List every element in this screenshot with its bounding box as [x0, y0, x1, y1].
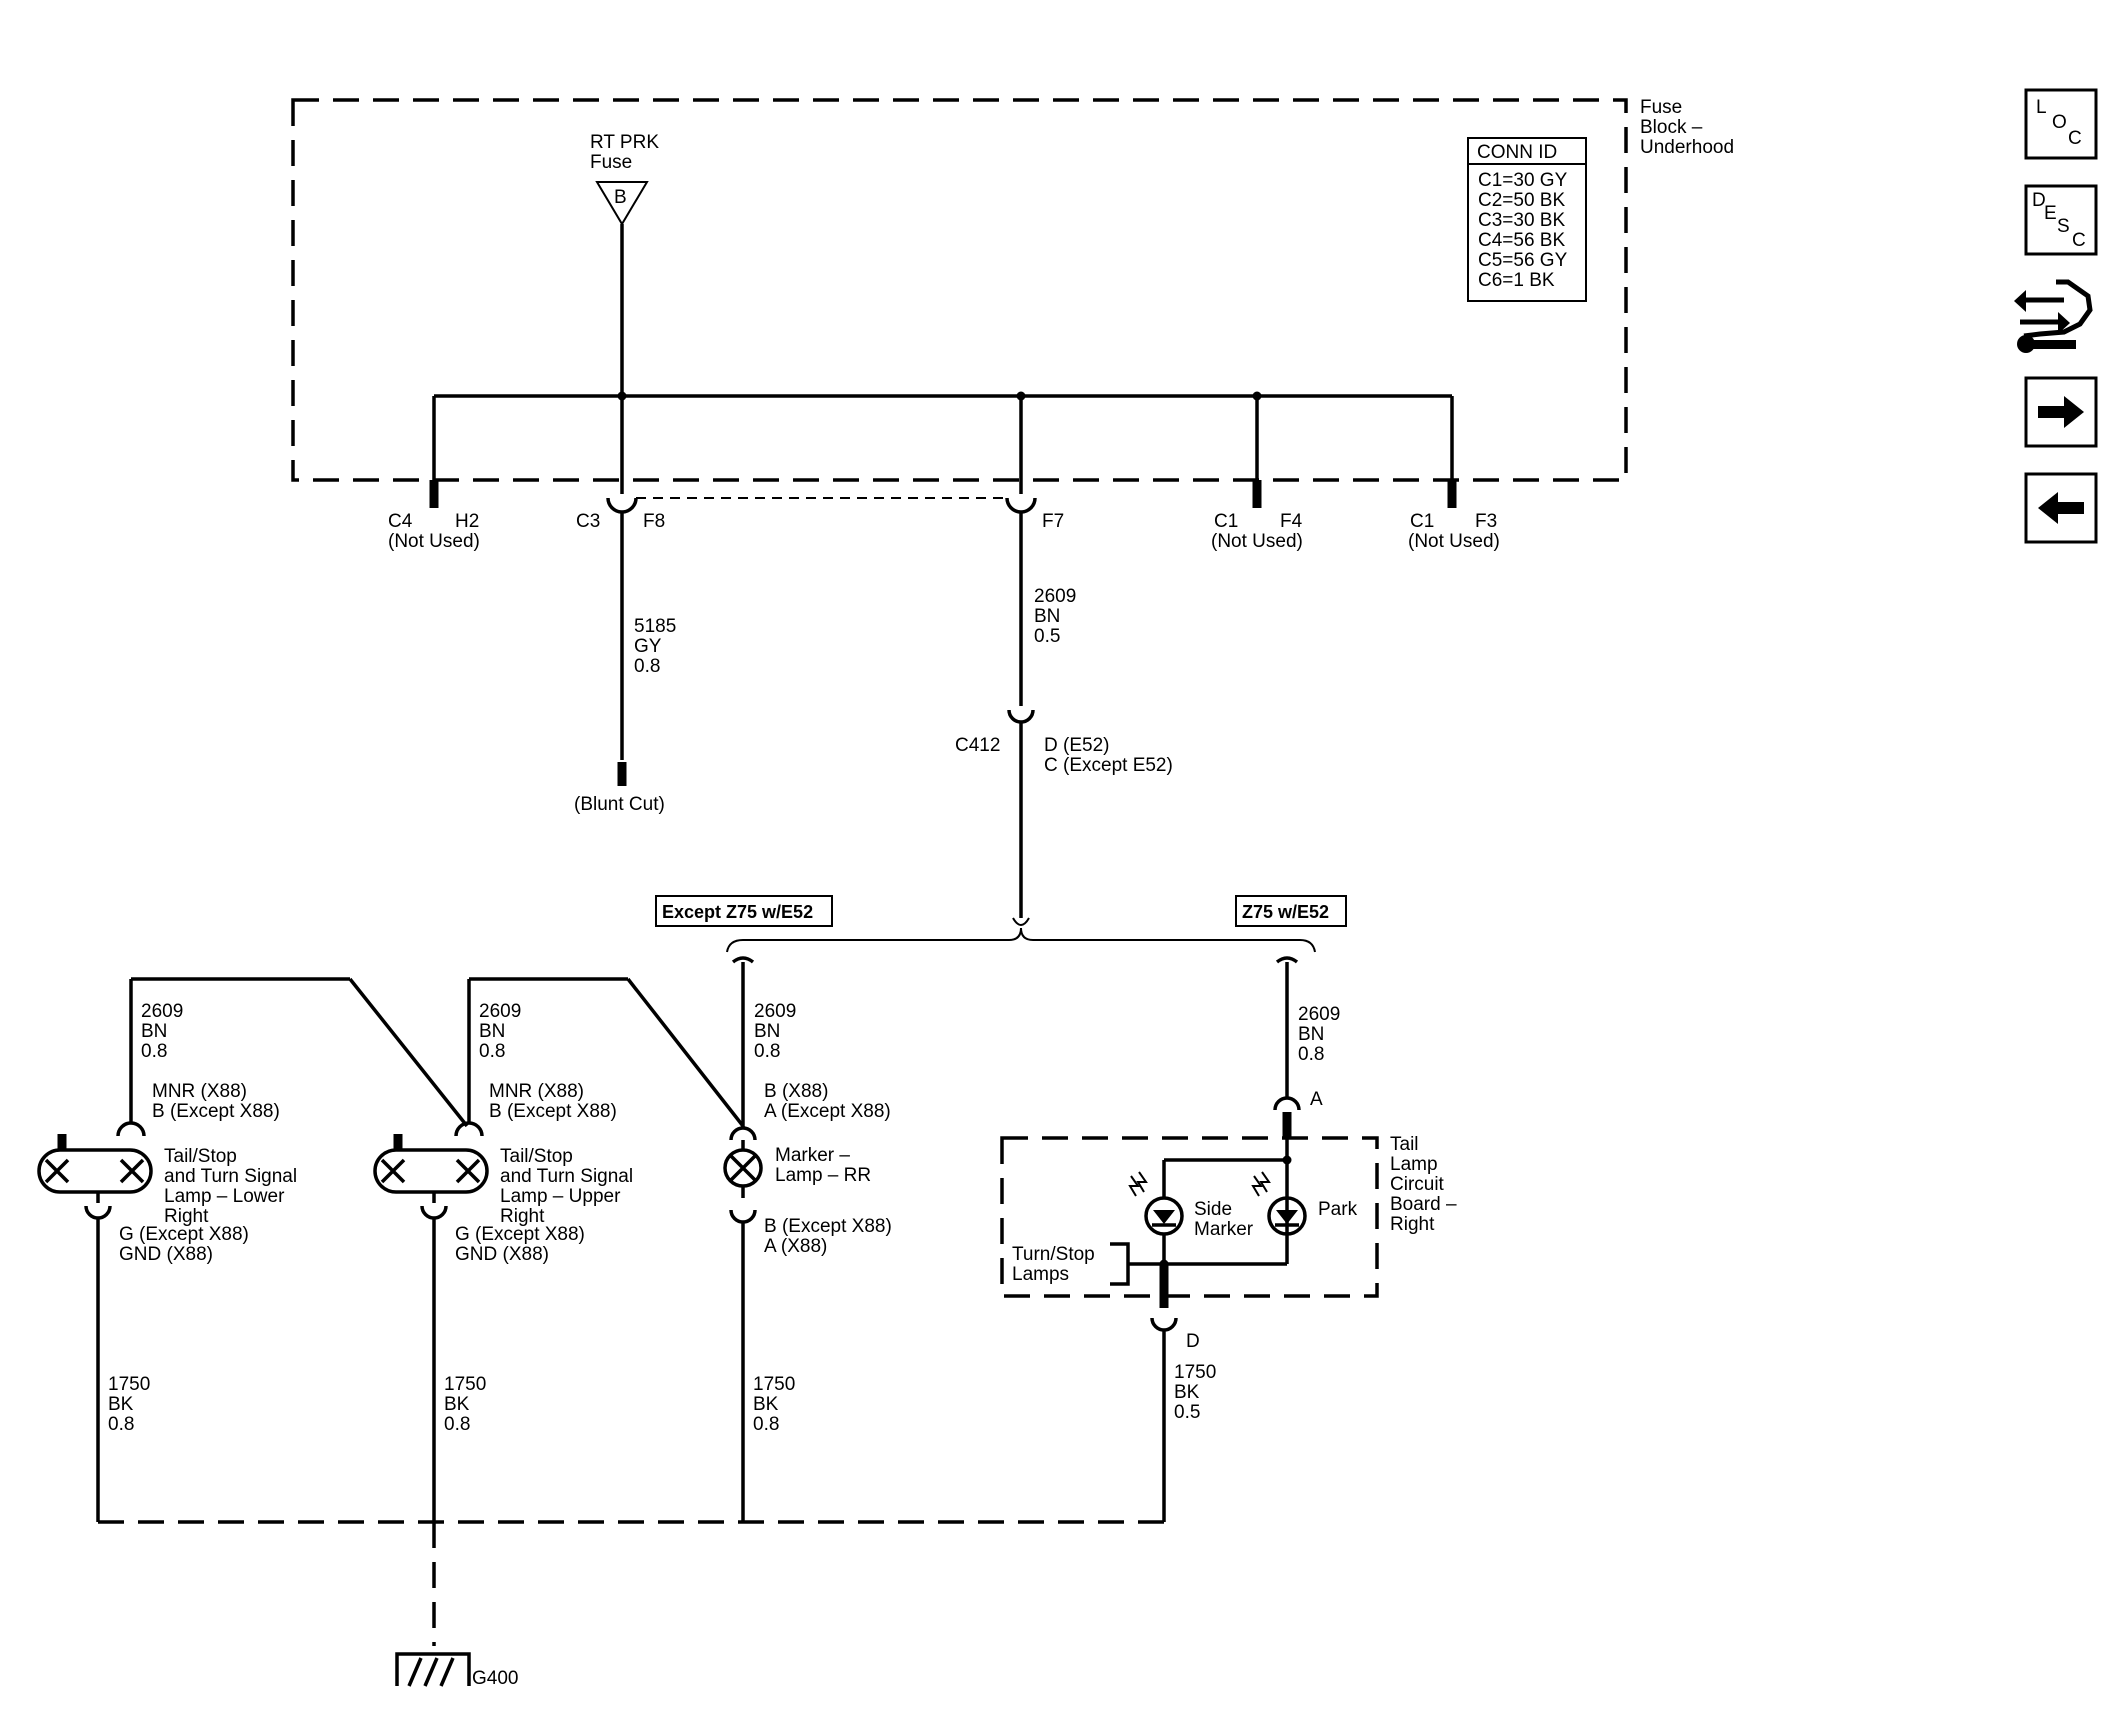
- wire-2609-top-label: 2609 BN 0.5: [1034, 586, 1082, 647]
- wire-1750-c-label: 1750 BK 0.8: [753, 1374, 801, 1435]
- turn-stop-lamps-label: Turn/Stop Lamps: [1012, 1244, 1100, 1285]
- arrow-left-icon: [2038, 492, 2084, 524]
- conn-id-title: CONN ID: [1477, 142, 1557, 163]
- wire-1750-b-label: 1750 BK 0.8: [444, 1374, 492, 1435]
- wrench-arrows-icon: [2014, 279, 2093, 353]
- terminal-c4-h2-label: C4 H2 (Not Used): [388, 511, 485, 552]
- svg-text:D: D: [2032, 190, 2046, 211]
- f8-label: F8: [643, 511, 665, 532]
- marker-lamp-branch: [129, 956, 755, 1128]
- wire-5185-label: 5185 GY 0.8: [634, 616, 682, 677]
- wire-2609-marker-label: 2609 BN 0.8: [754, 1001, 802, 1062]
- terminal-c3-f8: C3 F8: [576, 497, 665, 786]
- fuse-letter: B: [614, 187, 627, 208]
- svg-text:E: E: [2044, 203, 2057, 224]
- connector-c412: C412 D (E52) C (Except E52): [955, 704, 1173, 918]
- wire-2609-upper-label: 2609 BN 0.8: [479, 1001, 527, 1062]
- blunt-cut-label: (Blunt Cut): [574, 794, 665, 815]
- rt-prk-fuse: RT PRK Fuse B: [590, 132, 664, 396]
- upper-lamp-pin-bottom: G (Except X88) GND (X88): [455, 1224, 590, 1265]
- terminal-c1-f4-label: C1 F4 (Not Used): [1211, 511, 1307, 552]
- wire-1750-a-label: 1750 BK 0.8: [108, 1374, 156, 1435]
- ground-label: G400: [472, 1668, 518, 1689]
- c3-label: C3: [576, 511, 600, 532]
- side-marker-label: Side Marker: [1194, 1199, 1254, 1240]
- conn-id-table: CONN ID C1=30 GY C2=50 BK C3=30 BK C4=56…: [1467, 137, 1587, 302]
- fuse-name: RT PRK Fuse: [590, 132, 664, 173]
- wire-2609-lower-label: 2609 BN 0.8: [141, 1001, 189, 1062]
- option-z75: Z75 w/E52: [1242, 902, 1329, 922]
- marker-lamp-pin-bottom: B (Except X88) A (X88): [764, 1216, 897, 1257]
- marker-lamp-rr: B (X88) A (Except X88) Marker – Lamp – R…: [723, 1081, 897, 1498]
- option-except-z75: Except Z75 w/E52: [662, 902, 813, 922]
- tail-stop-lamp-upper-right: MNR (X88) B (Except X88) Tail/Stop and T…: [373, 1081, 638, 1498]
- upper-lamp-pin-top: MNR (X88) B (Except X88): [489, 1081, 617, 1122]
- lower-lamp-name: Tail/Stop and Turn Signal Lamp – Lower R…: [164, 1146, 302, 1227]
- bus-bar: [429, 391, 1457, 508]
- conn-id-rows: C1=30 GY C2=50 BK C3=30 BK C4=56 BK C5=5…: [1478, 170, 1572, 291]
- marker-lamp-pin-top: B (X88) A (Except X88): [764, 1081, 891, 1122]
- terminal-c1-f3-label: C1 F3 (Not Used): [1408, 511, 1502, 552]
- circuit-board-name: Tail Lamp Circuit Board – Right: [1390, 1134, 1462, 1235]
- c412-pins: D (E52) C (Except E52): [1044, 735, 1173, 776]
- tail-stop-lamp-lower-right: MNR (X88) B (Except X88) Tail/Stop and T…: [37, 1081, 302, 1498]
- terminal-f7: F7: [1005, 497, 1064, 704]
- service-info-button[interactable]: [2014, 279, 2093, 353]
- svg-text:L: L: [2036, 97, 2047, 118]
- fuse-block-underhood: Fuse Block – Underhood: [291, 97, 1734, 482]
- svg-text:O: O: [2052, 112, 2067, 133]
- previous-button[interactable]: [2024, 472, 2098, 544]
- option-split: Except Z75 w/E52 Z75 w/E52: [655, 895, 1347, 953]
- svg-text:S: S: [2057, 216, 2070, 237]
- c412-label: C412: [955, 735, 1000, 756]
- desc-button[interactable]: D E S C: [2024, 184, 2098, 256]
- board-pin-d: D: [1186, 1331, 1200, 1352]
- fuse-block-title: Fuse Block – Underhood: [1640, 97, 1734, 158]
- arrow-right-icon: [2038, 396, 2084, 428]
- wire-2609-tail-label: 2609 BN 0.8: [1298, 1004, 1346, 1065]
- svg-text:C: C: [2068, 128, 2082, 149]
- park-label: Park: [1318, 1199, 1358, 1220]
- f7-label: F7: [1042, 511, 1064, 532]
- loc-button[interactable]: L O C: [2024, 88, 2098, 160]
- wire-1750-d-label: 1750 BK 0.5: [1174, 1362, 1222, 1423]
- board-pin-a: A: [1310, 1089, 1323, 1110]
- tail-lamp-circuit-board-right: A D Side Marker Park Turn/Stop Lamps Tai…: [1000, 956, 1462, 1498]
- next-button[interactable]: [2024, 376, 2098, 448]
- lower-lamp-pin-bottom: G (Except X88) GND (X88): [119, 1224, 254, 1265]
- lower-lamp-pin-top: MNR (X88) B (Except X88): [152, 1081, 280, 1122]
- ground-g400: G400: [96, 1498, 1166, 1689]
- upper-lamp-name: Tail/Stop and Turn Signal Lamp – Upper R…: [500, 1146, 638, 1227]
- svg-text:C: C: [2072, 230, 2086, 251]
- marker-lamp-name: Marker – Lamp – RR: [775, 1145, 871, 1186]
